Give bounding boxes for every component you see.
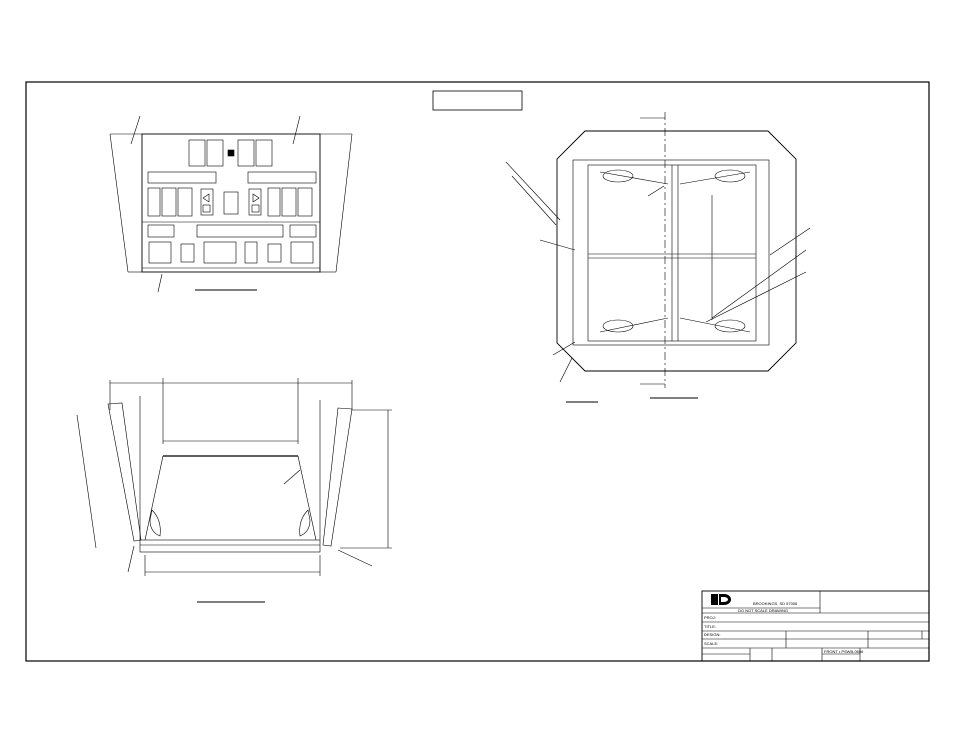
front-view	[109, 115, 353, 293]
title-block	[701, 590, 930, 662]
guest-score-digits	[267, 187, 313, 217]
scoreboard-cabinet	[141, 133, 321, 273]
guest-name-panel	[247, 171, 317, 184]
guest-possession-box	[248, 188, 262, 216]
period-digit	[223, 191, 239, 215]
home-name-panel	[147, 171, 217, 184]
lower-digits	[148, 241, 314, 264]
home-possession-box	[200, 188, 214, 216]
clock-digits	[188, 139, 273, 167]
home-score-digits	[147, 187, 193, 217]
daktronics-logo	[711, 594, 731, 605]
sheet-title-box	[432, 90, 523, 111]
top-view	[76, 378, 392, 603]
side-view	[505, 112, 811, 403]
sheet-border	[25, 81, 930, 662]
